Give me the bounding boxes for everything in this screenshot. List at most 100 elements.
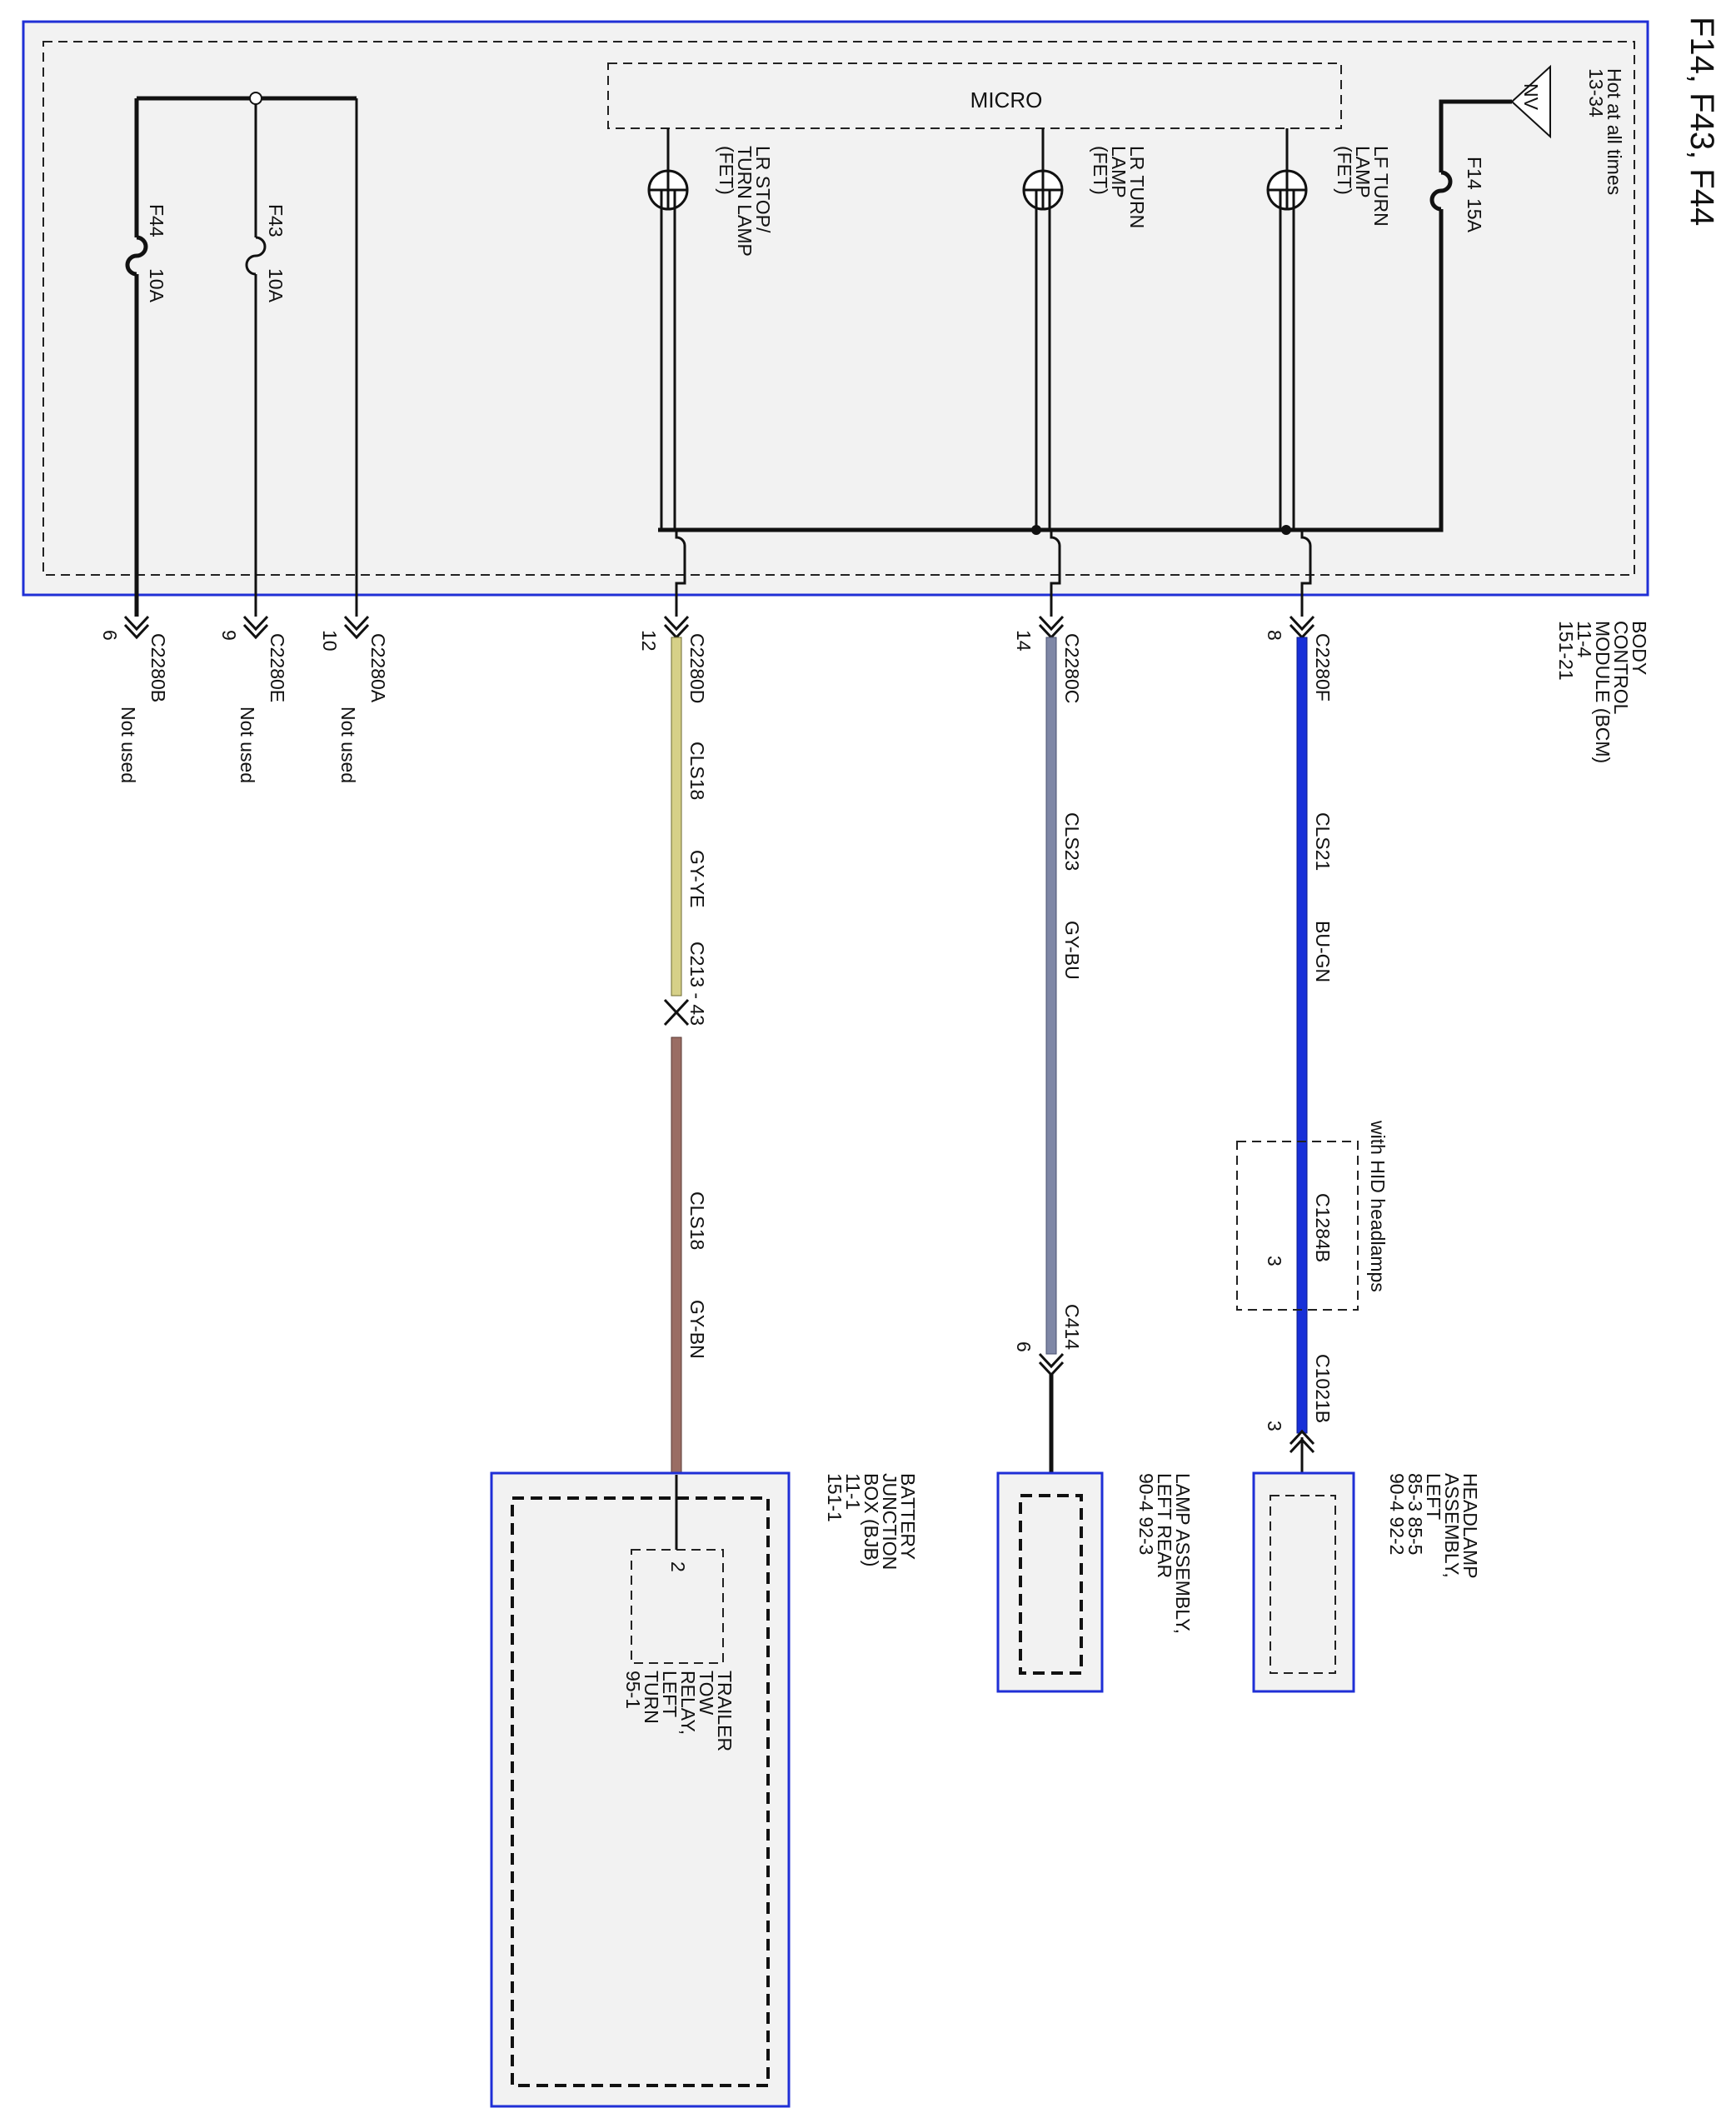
power-source-label: 13-34 (1585, 68, 1607, 117)
bjb-label: BOX (BJB) (861, 1473, 882, 1566)
circuit-cls18-b: CLS18 (686, 1191, 708, 1250)
conn-c2280b: C2280B (147, 633, 169, 702)
fet-lr-stop-turn-symbol-bar (649, 171, 687, 209)
rear-lamp-assembly: LAMP ASSEMBLY, LEFT REAR 90-4 92-3 (996, 1471, 1194, 1693)
headlamp-inner (1270, 1495, 1336, 1674)
trailer-relay-label: TOW (696, 1671, 717, 1716)
trailer-relay-label: RELAY, (677, 1671, 699, 1735)
rear-lamp-label: LEFT REAR (1154, 1473, 1175, 1578)
headlamp-label: HEADLAMP (1459, 1473, 1481, 1579)
fuse-f44-id: F44 (146, 204, 167, 237)
chevron-c2280d (663, 615, 690, 640)
headlamp-outline (1252, 1471, 1355, 1693)
bcm-name-line: MODULE (BCM) (1592, 621, 1614, 763)
fuse-f43-symbol (245, 236, 267, 276)
fet-lr-turn-label: (FET) (1090, 146, 1111, 195)
pin-c2280f: 8 (1264, 630, 1285, 641)
chevron-c2280a (343, 615, 370, 640)
wire-bu-gn (1296, 637, 1308, 1434)
conn-c414: C414 (1061, 1304, 1083, 1350)
fet-lf-turn-label: LF TURN (1370, 146, 1392, 227)
bjb-outline (490, 1471, 791, 2108)
rear-lamp-label: 90-4 92-3 (1135, 1473, 1157, 1555)
conn-c1284b: C1284B (1312, 1193, 1334, 1262)
hid-option-box: with HID headlamps C1284B 3 (1236, 1120, 1389, 1311)
micro-label: MICRO (970, 87, 1043, 112)
fet-lr-stop-turn: LR STOP/ TURN LAMP (FET) (647, 128, 774, 530)
fuse-f44-symbol (125, 235, 148, 277)
fuse-bus: F44 10A F43 10A (125, 92, 358, 617)
trailer-relay-pin: 2 (667, 1561, 689, 1572)
fet-lr-turn-symbol-bar (1024, 171, 1062, 209)
fet-lr-turn: LR TURN LAMP (FET) (1022, 128, 1148, 530)
wire-gy-bu (1045, 637, 1057, 1355)
bcm-inner-dashed (42, 41, 1635, 576)
fet-lf-turn-label: (FET) (1334, 146, 1355, 195)
pin-c2280b: 6 (99, 630, 121, 641)
rear-lamp-outline (996, 1471, 1104, 1693)
wire-gy-bn (671, 1037, 682, 1476)
fet-lr-stop-turn-label: TURN LAMP (734, 146, 756, 257)
chevron-c2280c (1038, 615, 1065, 640)
fet-lf-turn: LF TURN LAMP (FET) (1266, 128, 1392, 530)
wire-lr-out (1050, 530, 1061, 617)
headlamp-label: 90-4 92-2 (1386, 1473, 1408, 1555)
fuse-f14-symbol (1429, 170, 1453, 212)
bcm-module: MICRO (22, 20, 1649, 597)
power-source-label: Hot at all times (1604, 68, 1625, 195)
power-source: NV Hot at all times 13-34 (1510, 64, 1625, 195)
rear-lamp-label: LAMP ASSEMBLY, (1172, 1473, 1194, 1634)
conn-c1021b: C1021B (1312, 1354, 1334, 1423)
conn-c2280a: C2280A (367, 633, 389, 703)
conn-c2280e: C2280E (267, 633, 288, 702)
pin-c1284b: 3 (1264, 1256, 1285, 1266)
headlamp-label: 85-3 85-5 (1404, 1473, 1426, 1555)
pin-c2280c: 14 (1013, 630, 1035, 652)
wire-power-feed (1439, 99, 1512, 172)
circuit-cls18-a: CLS18 (686, 742, 708, 800)
bcm-name-label: BODY CONTROL MODULE (BCM) 11-4 151-21 (1555, 621, 1650, 763)
fuse-f43-id: F43 (265, 204, 287, 237)
wire-lrstop-out (675, 530, 686, 617)
color-gy-bu: GY-BU (1061, 921, 1083, 980)
hid-option-label: with HID headlamps (1367, 1120, 1389, 1292)
pin-c2280d: 12 (638, 630, 660, 652)
power-source-symbol-text: NV (1520, 83, 1542, 111)
trailer-relay-label: 95-1 (622, 1671, 644, 1709)
pin-c2280a: 10 (319, 630, 341, 652)
bcm-name-line: 151-21 (1555, 621, 1577, 681)
bcm-name-line: 11-4 (1574, 621, 1595, 658)
diagram-title: F14, F43, F44 (1684, 17, 1720, 226)
bcm-name-line: CONTROL (1610, 621, 1632, 715)
fet-lf-turn-symbol-bar (1268, 171, 1306, 209)
pin-c2280e: 9 (218, 630, 240, 641)
fet-lr-turn-label: LAMP (1108, 146, 1130, 198)
fet-lf-turn-legs (1279, 190, 1295, 530)
circuit-cls21: CLS21 (1312, 812, 1334, 871)
fuse-bus-node (249, 92, 262, 105)
trailer-relay-label: TURN (641, 1671, 662, 1724)
headlamp-label: LEFT (1423, 1473, 1444, 1520)
wire-power-feed-lower (658, 209, 1444, 532)
conn-c2280d: C2280D (686, 633, 708, 703)
note-c2280e: Not used (237, 707, 258, 783)
chevron-c2280f (1289, 615, 1315, 640)
junction-dot (1031, 525, 1041, 535)
power-source-symbol (1510, 64, 1551, 139)
fet-lr-stop-turn-legs (660, 190, 676, 530)
bjb-label: BATTERY (897, 1473, 919, 1560)
trailer-relay-label: TRAILER (714, 1671, 736, 1751)
color-gy-ye: GY-YE (686, 850, 708, 907)
headlamp-label: ASSEMBLY, (1441, 1473, 1463, 1578)
pin-c1021b: 3 (1264, 1421, 1285, 1431)
rear-lamp-inner (1019, 1494, 1083, 1675)
color-gy-bn: GY-BN (686, 1300, 708, 1359)
junction-dot (1281, 525, 1291, 535)
headlamp-assembly: HEADLAMP ASSEMBLY, LEFT 85-3 85-5 90-4 9… (1252, 1471, 1481, 1693)
conn-c2280c: C2280C (1061, 633, 1083, 703)
wire-lf-out (1300, 530, 1312, 617)
trailer-relay-label: LEFT (659, 1671, 681, 1717)
chevron-c213 (663, 998, 690, 1027)
bcm-outline (22, 20, 1649, 597)
